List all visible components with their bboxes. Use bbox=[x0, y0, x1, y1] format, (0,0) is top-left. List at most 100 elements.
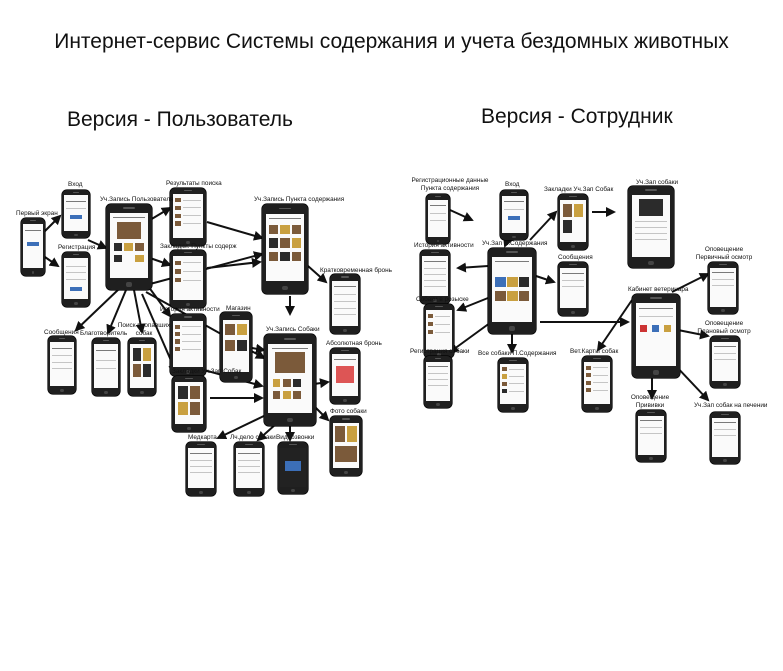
phone-dog-file bbox=[234, 442, 264, 496]
arrow bbox=[133, 289, 146, 334]
label-vet-cards: Вет.Карты собак bbox=[570, 348, 619, 355]
arrow bbox=[449, 209, 474, 222]
arrow bbox=[251, 343, 266, 354]
phone-wanted-dogs bbox=[424, 304, 454, 358]
label-first-exam-line1: Оповещение bbox=[704, 246, 744, 253]
phone-vet-office bbox=[632, 294, 680, 378]
label-login: Вход bbox=[68, 181, 83, 188]
label-dog-bookmarks: Закладки Уч.Зап Собак bbox=[172, 368, 242, 375]
label-bookmarks-points: Закладки. Пункты содерж bbox=[160, 243, 237, 250]
label-vaccination-line2: Прививки bbox=[635, 402, 665, 409]
phone-all-dogs bbox=[498, 358, 528, 412]
arrow bbox=[41, 214, 62, 235]
label-vet-office: Кабинет ветеринара bbox=[628, 286, 689, 293]
label-dog-photo: Фото собаки bbox=[330, 408, 367, 415]
arrow bbox=[74, 287, 121, 332]
arrow bbox=[256, 423, 277, 442]
phone-treatment bbox=[710, 412, 740, 464]
phone-first-screen bbox=[21, 218, 45, 276]
label-dog-file: Лч.дело собаки bbox=[230, 434, 276, 441]
phone-staff-messages bbox=[558, 262, 588, 316]
section-title-staff: Версия - Сотрудник bbox=[481, 105, 673, 128]
arrow bbox=[106, 289, 127, 335]
phone-staff-shelter-account bbox=[488, 248, 536, 334]
arrow bbox=[448, 319, 495, 354]
phone-login bbox=[62, 190, 90, 238]
phone-vaccination bbox=[636, 410, 666, 462]
arrow bbox=[147, 285, 172, 318]
phone-video-calls bbox=[278, 442, 308, 494]
phone-short-booking bbox=[330, 274, 360, 334]
arrow bbox=[206, 221, 264, 241]
phone-staff-dog-account bbox=[628, 186, 674, 268]
label-video-calls: Видеозвонки bbox=[276, 434, 315, 441]
label-lost-dogs-line1: Поиск пропавших bbox=[117, 322, 171, 329]
label-staff-dog-bookmarks: Закладки Уч.Зап Собак bbox=[544, 186, 614, 193]
label-search-results: Результаты поиска bbox=[166, 180, 222, 187]
arrow bbox=[313, 405, 330, 422]
label-reg-data-line1: Регистрационные данные bbox=[411, 177, 489, 184]
phone-reg-data bbox=[426, 194, 450, 244]
label-staff-shelter-account: Уч.Зап П.Содержания bbox=[482, 240, 548, 247]
phone-medcard bbox=[186, 442, 216, 496]
phone-bookmarks-points bbox=[170, 250, 206, 308]
label-charity: Благотворитель bbox=[80, 330, 128, 337]
phone-dog-account bbox=[264, 334, 316, 426]
label-first-exam-line2: Первичный осмотр bbox=[695, 254, 753, 261]
label-short-booking: Кратковременная бронь bbox=[320, 267, 392, 274]
arrow bbox=[87, 239, 108, 250]
label-registration: Регистрация bbox=[58, 244, 96, 251]
arrow bbox=[671, 273, 710, 293]
phone-registration bbox=[62, 252, 90, 307]
label-staff-dog-account: Уч.Зап собаки bbox=[636, 179, 679, 186]
label-absolute-booking: Абсолютная бронь bbox=[326, 340, 382, 347]
arrow bbox=[535, 274, 556, 285]
phone-planned-exam bbox=[710, 336, 740, 388]
phone-shop bbox=[220, 312, 252, 382]
phone-user-account bbox=[106, 204, 152, 290]
label-messages: Сообщения bbox=[44, 329, 79, 336]
phone-staff-dog-bookmarks bbox=[558, 194, 588, 250]
phone-staff-login bbox=[500, 190, 528, 240]
arrow bbox=[149, 257, 172, 268]
arrow bbox=[307, 265, 328, 284]
phone-dog-photo bbox=[330, 416, 362, 476]
label-dog-registration: Регистрация собаки bbox=[410, 348, 470, 355]
arrow bbox=[677, 329, 710, 340]
phone-dog-registration bbox=[424, 356, 452, 408]
arrow bbox=[529, 210, 558, 241]
phone-shelter-account bbox=[262, 204, 308, 294]
phone-first-exam bbox=[708, 262, 738, 314]
phone-activity-history bbox=[170, 314, 206, 376]
label-lost-dogs-line2: собак bbox=[135, 330, 153, 337]
label-medcard: Медкарта bbox=[188, 434, 217, 441]
phone-dog-bookmarks bbox=[172, 376, 206, 432]
label-staff-messages: Сообщения bbox=[558, 254, 593, 261]
label-wanted-dogs: Собаки в розыске bbox=[416, 296, 469, 303]
arrow bbox=[149, 251, 264, 285]
phone-search-results bbox=[170, 188, 206, 246]
label-staff-activity: История активности bbox=[414, 242, 474, 249]
label-planned-exam-line2: Плановый осмотр bbox=[697, 328, 751, 335]
section-title-user: Версия - Пользователь bbox=[67, 108, 293, 131]
phone-staff-activity bbox=[420, 250, 450, 304]
label-first-screen: Первый экран bbox=[16, 210, 58, 217]
arrow bbox=[313, 378, 330, 389]
label-reg-data-line2: Пункта содержания bbox=[420, 185, 480, 192]
arrow bbox=[149, 206, 172, 221]
phone-messages bbox=[48, 336, 76, 394]
label-shop: Магазин bbox=[226, 305, 251, 312]
label-shelter-account: Уч.Запись Пункта содержания bbox=[254, 196, 345, 203]
label-staff-login: Вход bbox=[505, 181, 520, 188]
arrow bbox=[456, 297, 489, 312]
label-user-account: Уч.Запись Пользователя bbox=[100, 196, 174, 203]
label-vaccination-line1: Оповещение bbox=[630, 394, 670, 401]
arrow bbox=[456, 262, 489, 273]
label-activity-history: История активности bbox=[160, 306, 220, 313]
label-planned-exam-line1: Оповещение bbox=[704, 320, 744, 327]
arrow bbox=[596, 299, 633, 352]
arrow bbox=[216, 413, 269, 440]
phone-charity bbox=[92, 338, 120, 396]
label-treatment: Уч.Зап собак на печении bbox=[694, 402, 768, 409]
